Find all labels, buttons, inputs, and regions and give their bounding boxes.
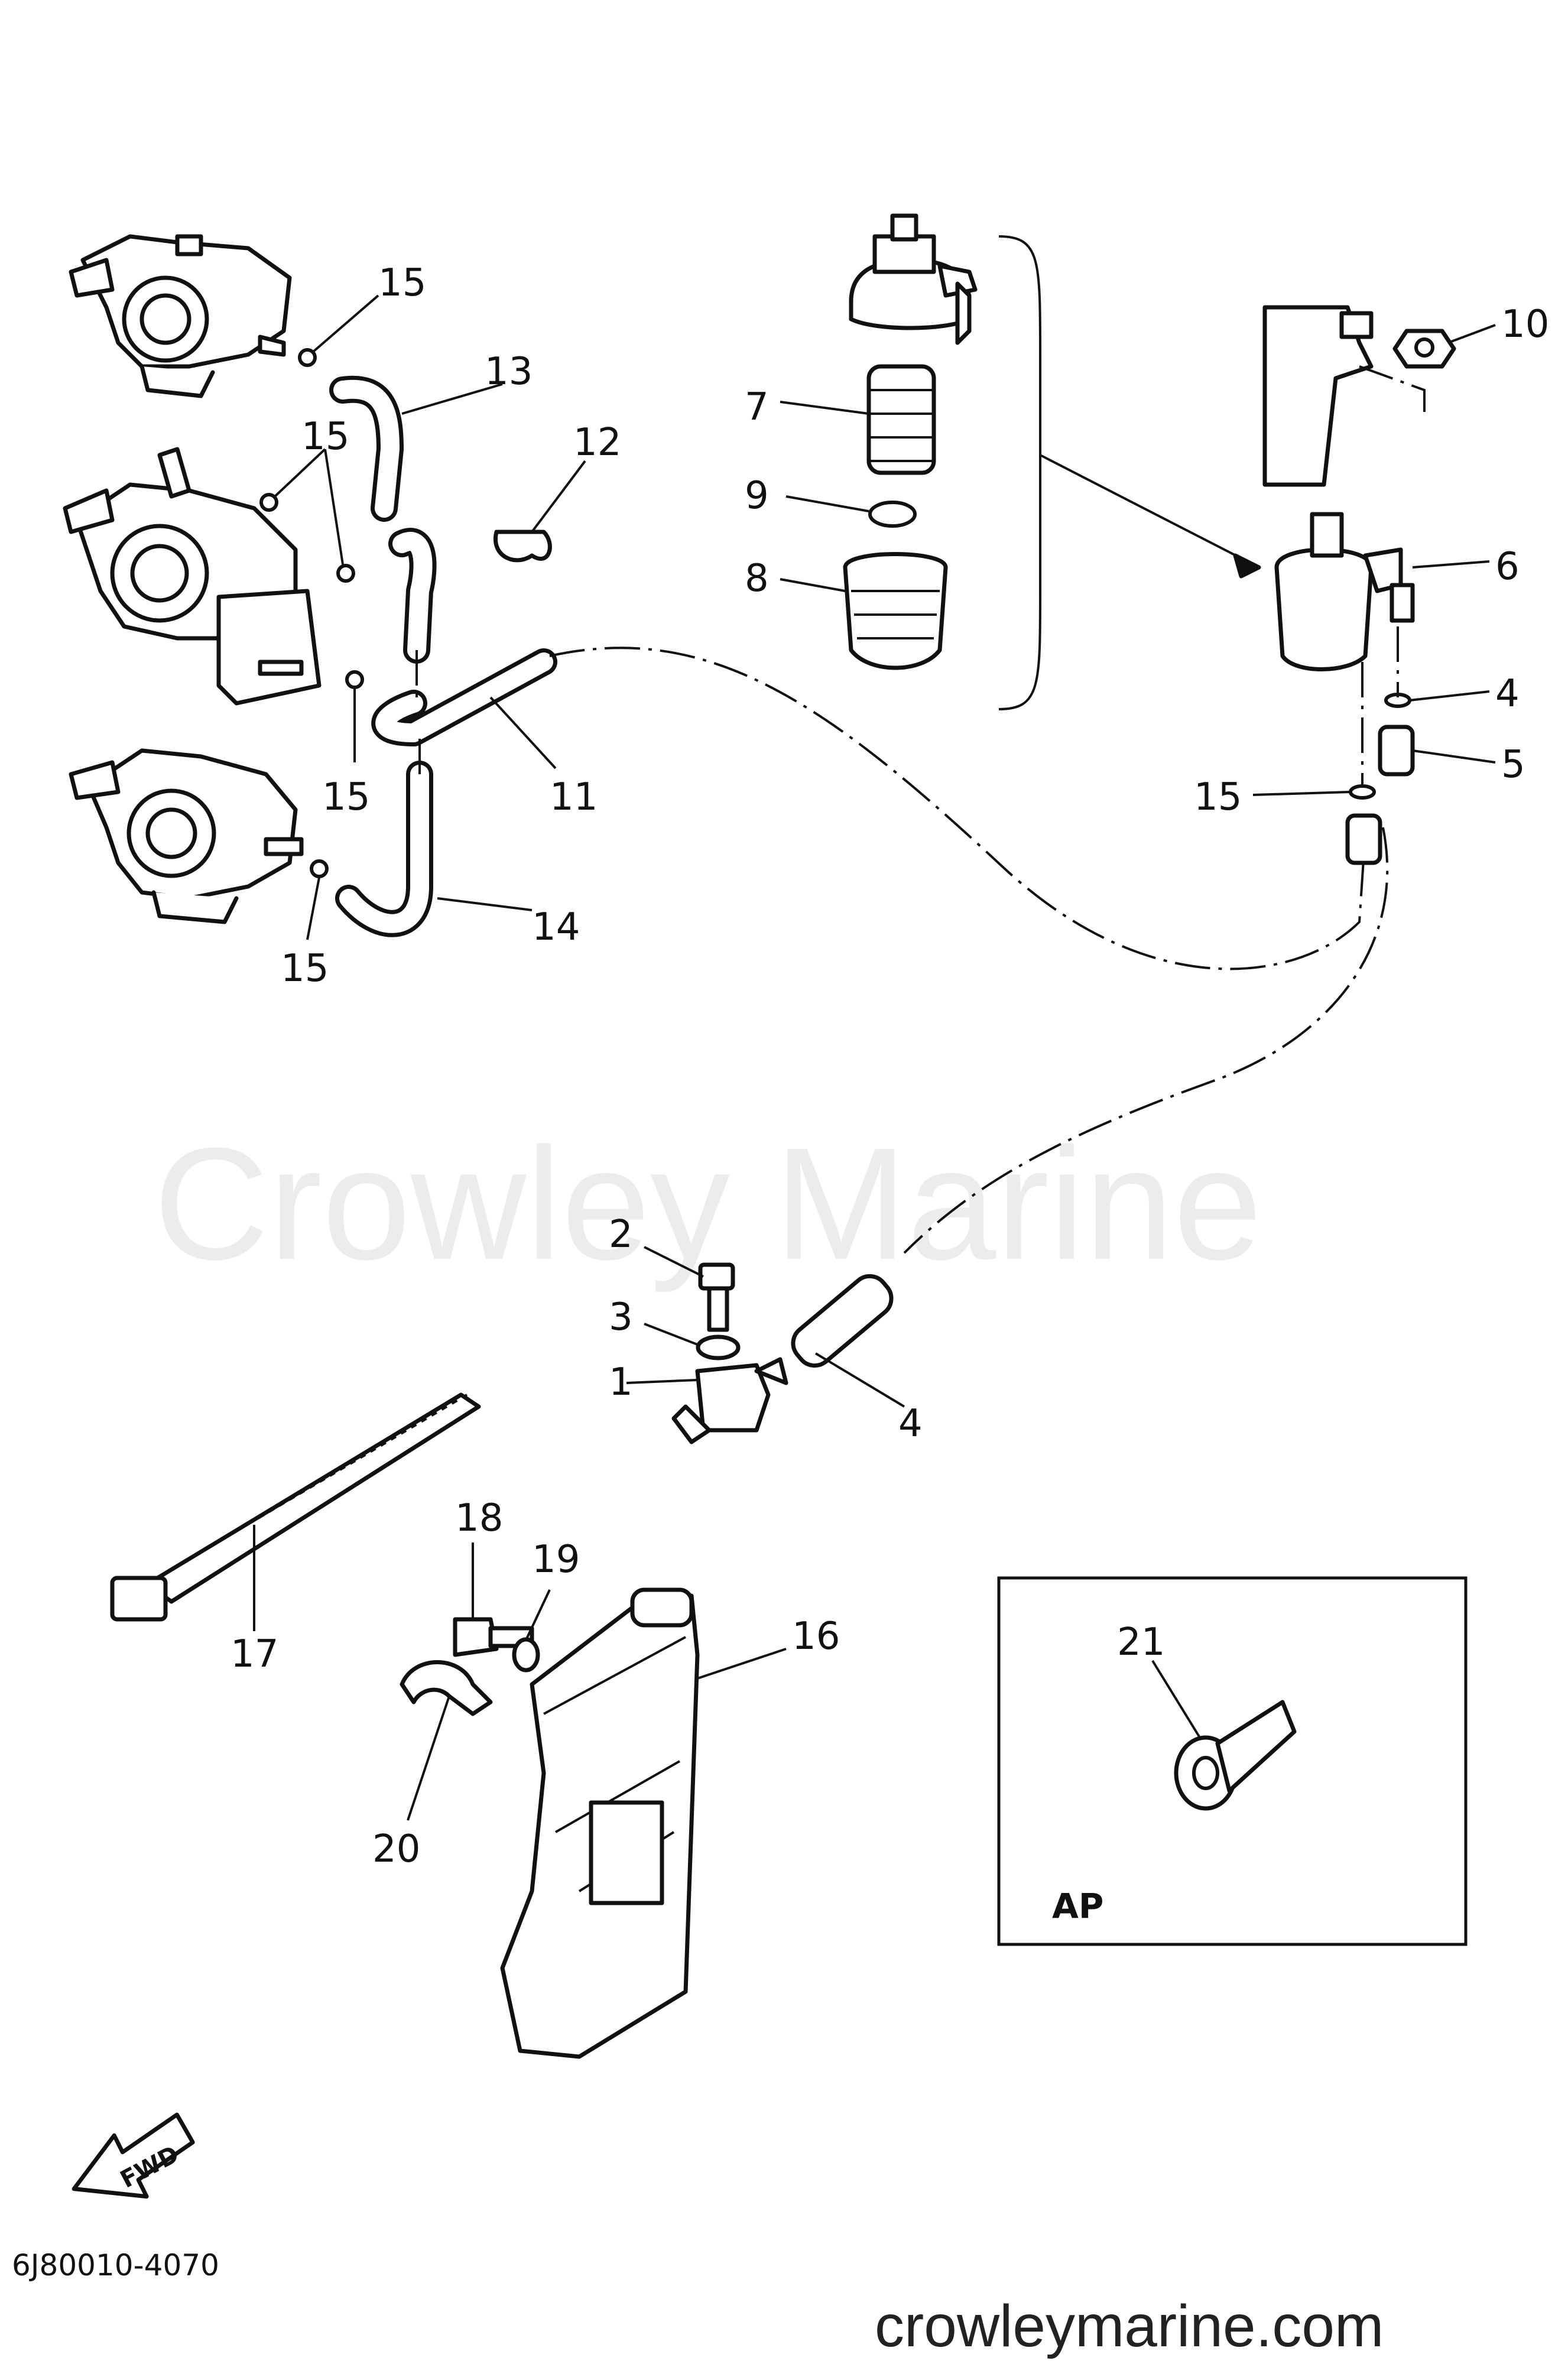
hose-clip-12 (494, 530, 552, 563)
filter-bracket (1262, 305, 1374, 487)
hose-11 (371, 648, 557, 746)
hose-short (388, 528, 437, 664)
o-ring-9 (868, 501, 917, 528)
inset-box (997, 1576, 1468, 1946)
callout-3: 3 (609, 1295, 633, 1339)
callout-12: 12 (573, 421, 621, 465)
hose-short-bottom (1345, 813, 1382, 865)
fuel-filter-6 (1274, 512, 1415, 671)
hose-5 (1378, 725, 1415, 777)
cable-tie-17 (110, 1392, 481, 1622)
callout-14: 14 (532, 905, 580, 949)
washer-19 (512, 1637, 540, 1673)
washer-3 (696, 1334, 741, 1360)
inset-label: AP (1052, 1886, 1103, 1926)
callout-15: 15 (281, 947, 329, 991)
clamp-20 (400, 1660, 493, 1716)
filter-cup-8 (843, 552, 948, 670)
callout-9: 9 (745, 474, 769, 518)
nut-10 (1392, 329, 1456, 369)
hose-13 (329, 375, 404, 522)
filter-element-7 (866, 364, 936, 475)
callout-4: 4 (1495, 672, 1520, 716)
clamp-15-d (345, 670, 364, 689)
fuel-joint-1 (671, 1357, 788, 1444)
callout-19: 19 (532, 1538, 580, 1582)
callout-2: 2 (609, 1213, 633, 1256)
carburetor-middle (63, 447, 322, 706)
callout-numbers: 15 13 15 12 15 11 14 15 7 9 8 10 6 4 5 1… (231, 261, 1549, 1871)
site-url: crowleymarine.com (875, 2293, 1384, 2359)
clamp-15-filter (1349, 784, 1376, 800)
callout-21: 21 (1117, 1621, 1165, 1664)
carburetor-top (69, 234, 292, 398)
callout-5: 5 (1501, 743, 1525, 787)
hose-joint (791, 1274, 894, 1368)
callout-10: 10 (1501, 303, 1549, 346)
screw-2 (698, 1262, 735, 1332)
filter-cap (849, 213, 978, 345)
carburetor-bottom (69, 748, 304, 924)
callout-15: 15 (322, 775, 370, 819)
callout-6: 6 (1495, 545, 1520, 589)
callout-17: 17 (231, 1632, 278, 1676)
drawing-code: 6J80010-4070 (12, 2248, 219, 2282)
clamp-15-a (298, 348, 317, 367)
callout-7: 7 (745, 385, 769, 429)
callout-4: 4 (898, 1402, 923, 1446)
callout-16: 16 (792, 1615, 840, 1658)
hose-14 (335, 761, 433, 937)
clamp-15-b (259, 493, 278, 512)
callout-15: 15 (1194, 775, 1242, 819)
clamp-15-e (310, 859, 329, 878)
bolt-18 (453, 1617, 534, 1657)
fitting-21 (1174, 1700, 1297, 1811)
leader-lines (253, 294, 1496, 1821)
fwd-arrow: FWD (72, 2112, 195, 2199)
callout-15: 15 (301, 415, 349, 459)
callout-13: 13 (485, 350, 533, 394)
clamp-15-c (336, 564, 355, 583)
bracket-16 (500, 1587, 700, 2059)
assembly-bracket (998, 235, 1041, 710)
callout-8: 8 (745, 557, 769, 600)
callout-15: 15 (378, 261, 426, 305)
callout-18: 18 (455, 1496, 503, 1540)
callout-11: 11 (550, 775, 598, 819)
callout-1: 1 (609, 1360, 633, 1404)
fuel-line (549, 647, 1366, 970)
callout-20: 20 (372, 1827, 420, 1871)
